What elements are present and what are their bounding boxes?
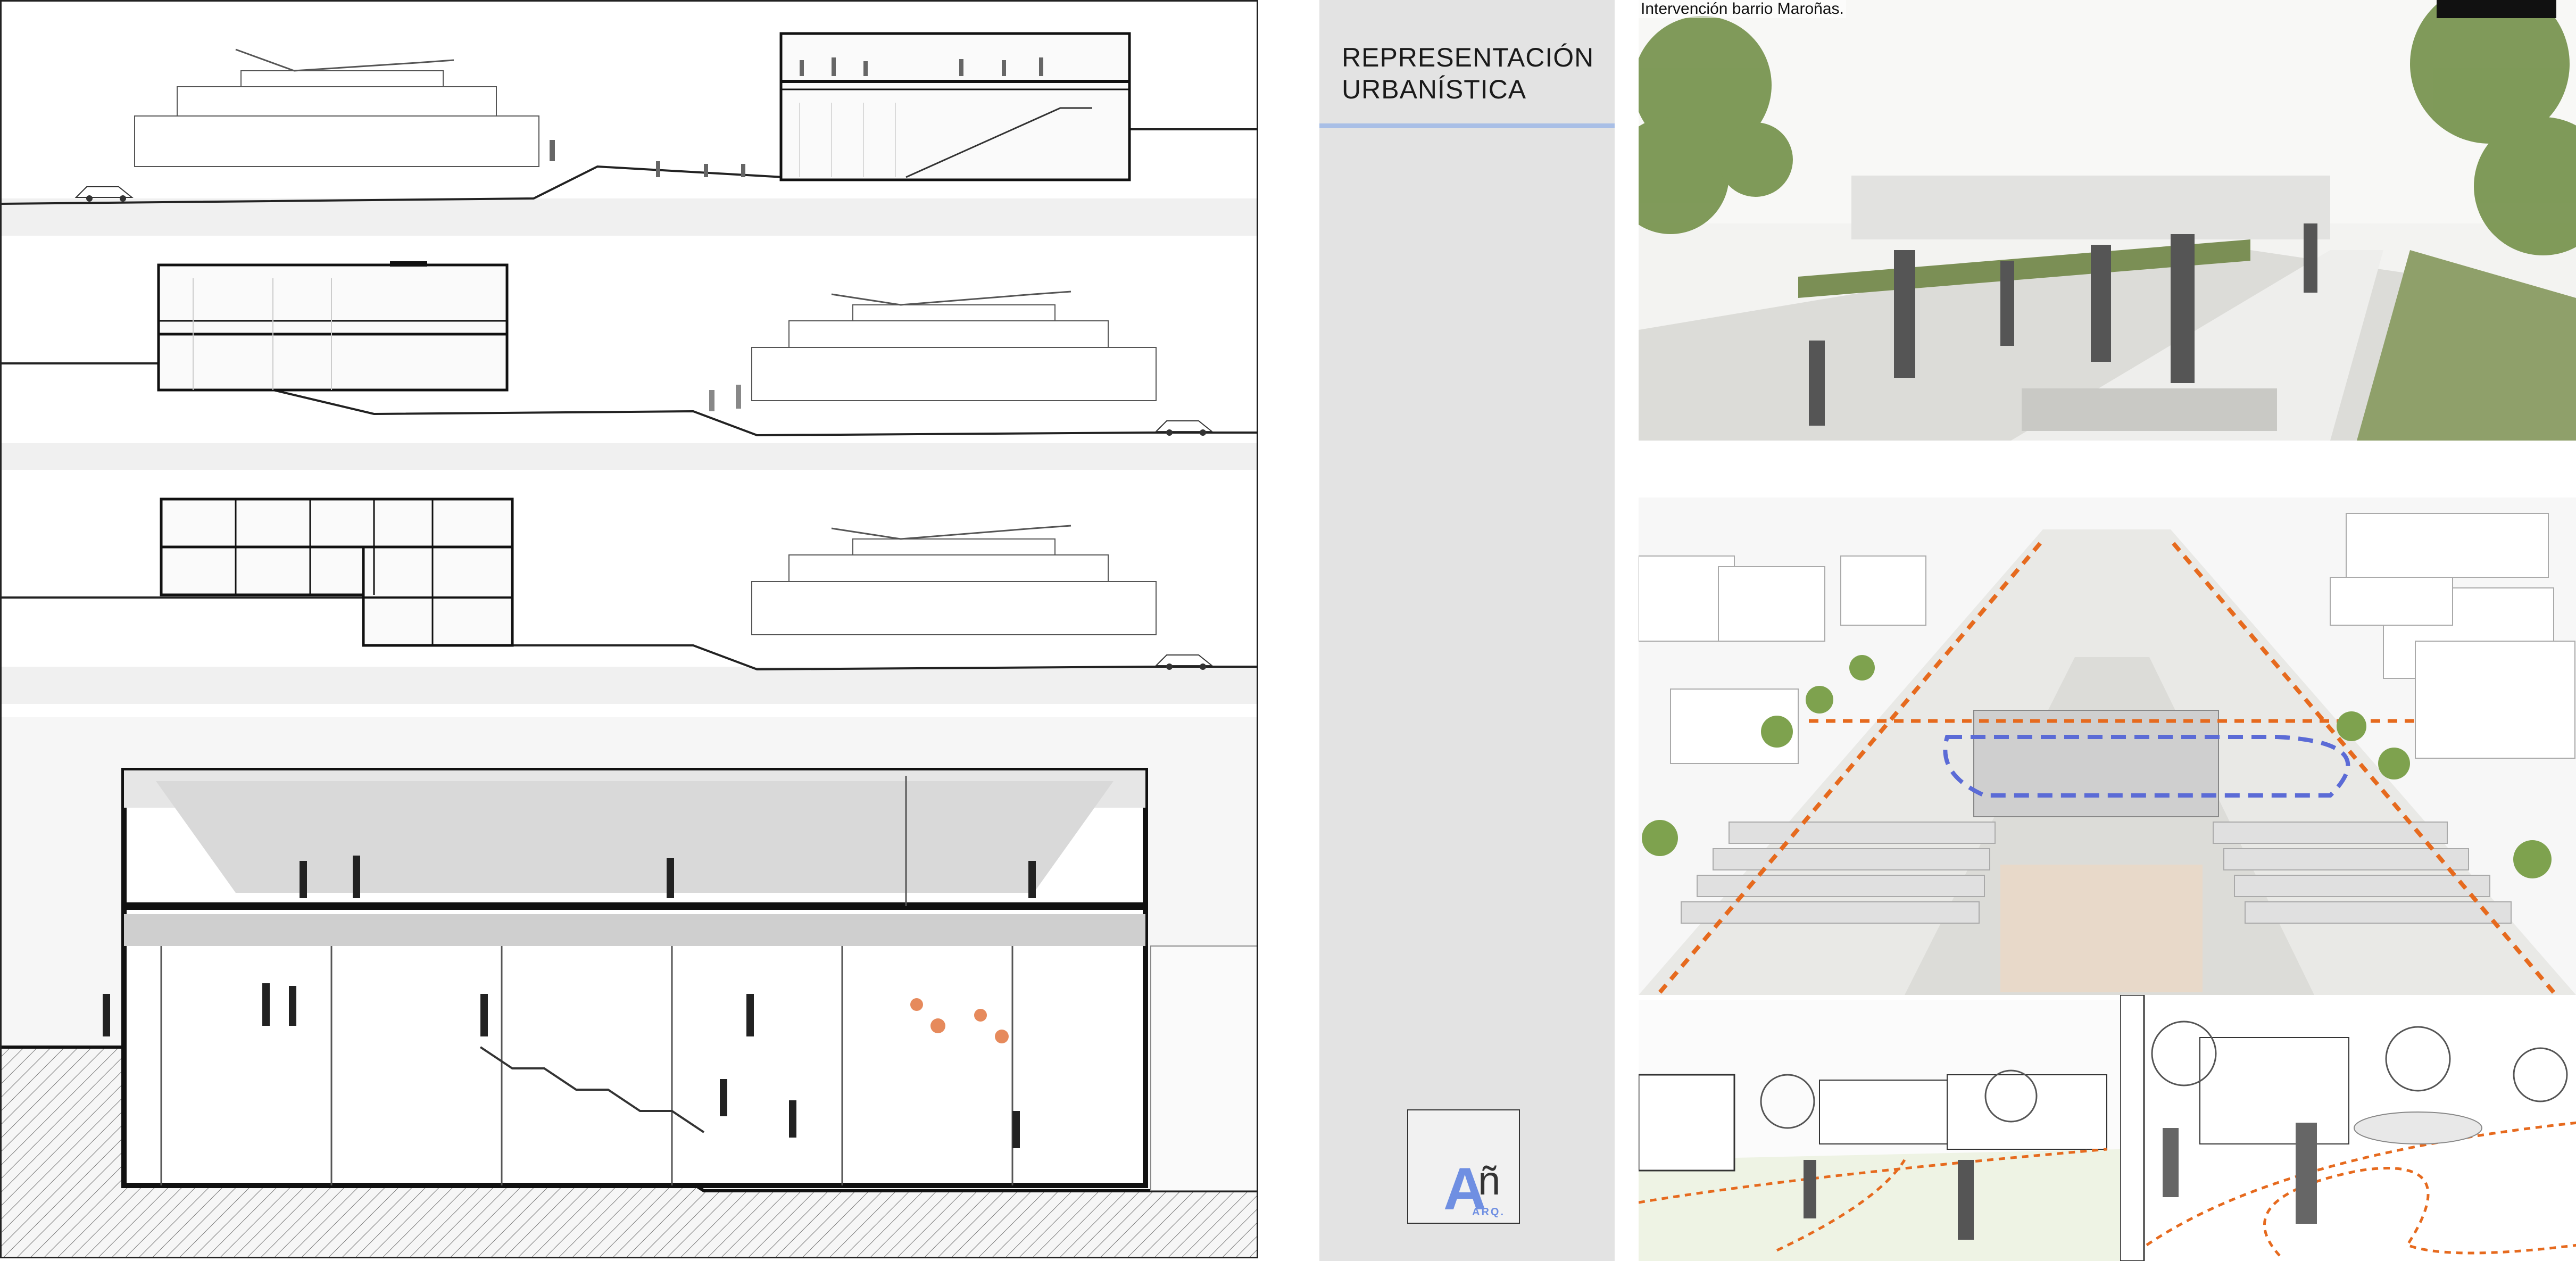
sheet-title-line1: REPRESENTACIÓN [1342,43,1594,72]
logo-letter-accent: ñ [1478,1158,1501,1204]
sheet-title-line2: URBANÍSTICA [1342,74,1527,104]
logo-letter: A [1443,1156,1486,1222]
title-panel: REPRESENTACIÓN URBANÍSTICA A ñ ARQ. [1319,0,1615,1261]
tree-icon [1639,0,2576,255]
car-icon [1154,654,1214,670]
sketch-render-left [1639,1000,2120,1261]
people-silhouette-icon [1809,223,2317,426]
logo-subtext: ARQ. [1472,1206,1505,1218]
people-silhouette-icon [1804,1160,1974,1240]
car-icon [74,186,134,202]
logo: A ñ ARQ. [1407,1109,1520,1224]
section-drawing-3 [2,470,1257,704]
sketch-render-right [2120,995,2576,1261]
black-tag [2437,0,2556,18]
render-caption: Intervención barrio Maroñas. [1639,0,1846,18]
sections-sheet [0,0,1258,1258]
tree-icon [1760,1069,2038,1129]
sheet-title: REPRESENTACIÓN URBANÍSTICA [1342,42,1608,105]
people-silhouette-icon [103,856,1179,1154]
people-silhouette-icon [2163,1123,2317,1224]
section-drawing-1 [2,2,1257,236]
perspective-section [2,717,1257,1257]
section-drawing-2 [2,236,1257,470]
aerial-render [1639,497,2576,995]
car-icon [1154,420,1214,436]
tree-icon [2151,1021,2568,1102]
street-render [1639,0,2576,441]
title-underline [1319,123,1615,128]
tree-icon [1642,655,2552,878]
